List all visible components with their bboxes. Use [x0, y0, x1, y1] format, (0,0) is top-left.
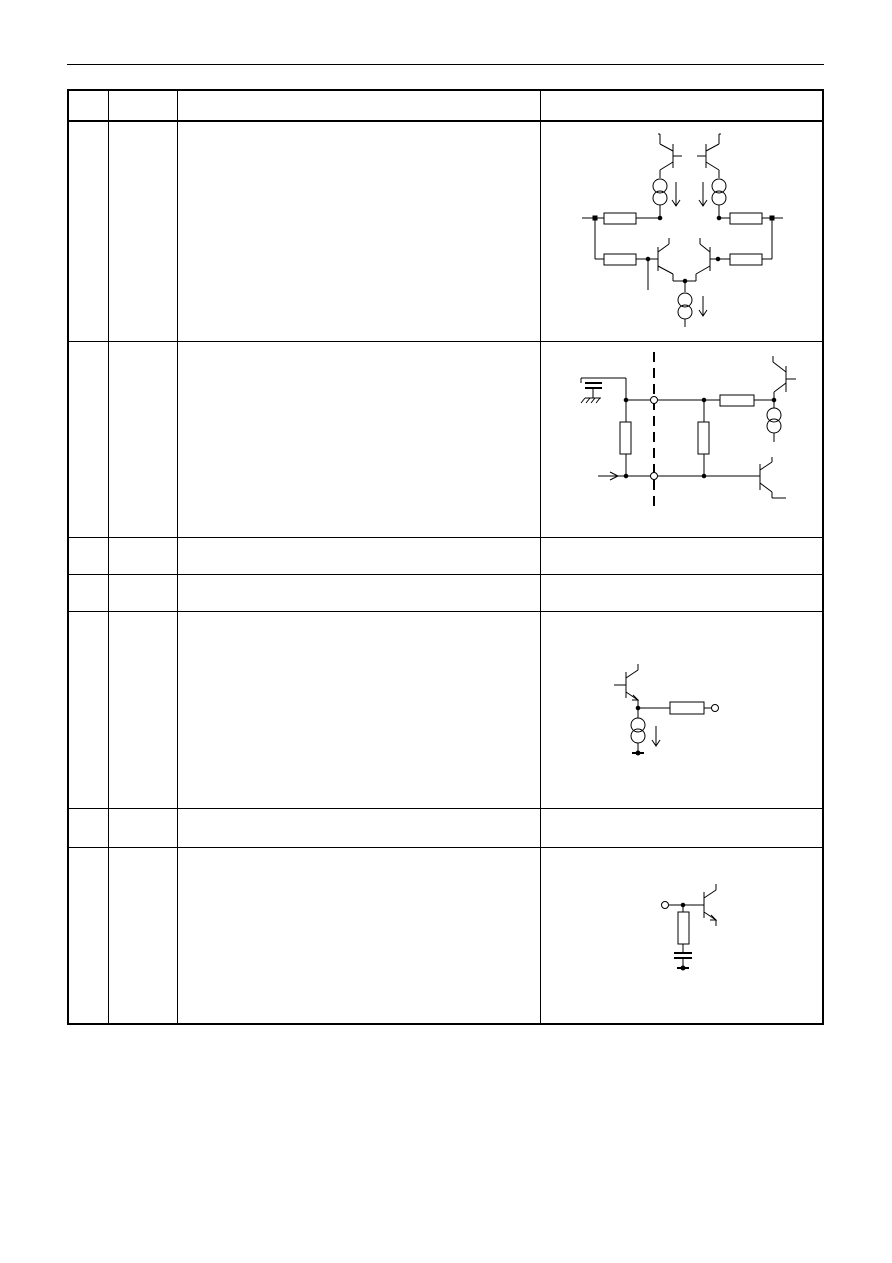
- pin-description-table: [67, 89, 824, 1025]
- row-divider-6: [69, 847, 822, 848]
- schematic-rc-base-input: [540, 848, 822, 1022]
- column-divider-1: [108, 91, 109, 1023]
- row-divider-4: [69, 611, 822, 612]
- schematic-input-network: [540, 342, 822, 534]
- page-top-rule: [67, 64, 824, 65]
- schematic-emitter-follower: [540, 612, 822, 806]
- column-divider-3: [540, 91, 541, 1023]
- row-divider-2: [69, 537, 822, 538]
- row-divider-1: [69, 341, 822, 342]
- header-divider: [69, 120, 822, 122]
- row-divider-5: [69, 808, 822, 809]
- row-divider-3: [69, 574, 822, 575]
- column-divider-2: [177, 91, 178, 1023]
- schematic-differential-pair: [540, 122, 822, 340]
